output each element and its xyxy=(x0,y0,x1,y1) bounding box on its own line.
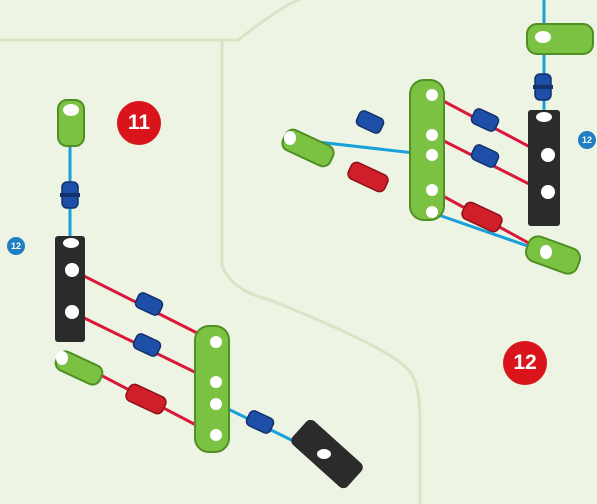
blue-connector-peg-icon xyxy=(470,143,500,168)
red-axle-peg-icon xyxy=(346,160,390,193)
blue-connector-peg-icon xyxy=(134,291,164,316)
ref-step-badge-right: 12 xyxy=(578,131,596,149)
green-bushing-icon xyxy=(523,234,583,277)
blue-connector-peg-icon xyxy=(533,74,553,100)
black-beam-icon xyxy=(289,417,365,490)
panel-border xyxy=(0,0,300,40)
blue-connector-peg-icon xyxy=(245,409,275,434)
blue-connector-peg-icon xyxy=(470,107,500,132)
ref-step-badge-left: 12 xyxy=(7,237,25,255)
blue-connector-peg-icon xyxy=(132,332,162,357)
green-bushing-icon xyxy=(53,349,105,387)
blue-connector-peg-icon xyxy=(60,182,80,208)
black-beam-icon xyxy=(55,236,85,342)
green-bushing-icon xyxy=(280,127,336,169)
step-12-badge: 12 xyxy=(503,341,547,385)
blue-connector-peg-icon xyxy=(355,109,385,134)
green-bushing-icon xyxy=(527,24,593,54)
black-beam-icon xyxy=(528,110,560,226)
green-beam-icon xyxy=(195,326,229,452)
green-beam-icon xyxy=(410,80,444,220)
red-axle-peg-icon xyxy=(124,382,168,415)
step-11-badge: 11 xyxy=(117,101,161,145)
green-bushing-icon xyxy=(58,100,84,146)
